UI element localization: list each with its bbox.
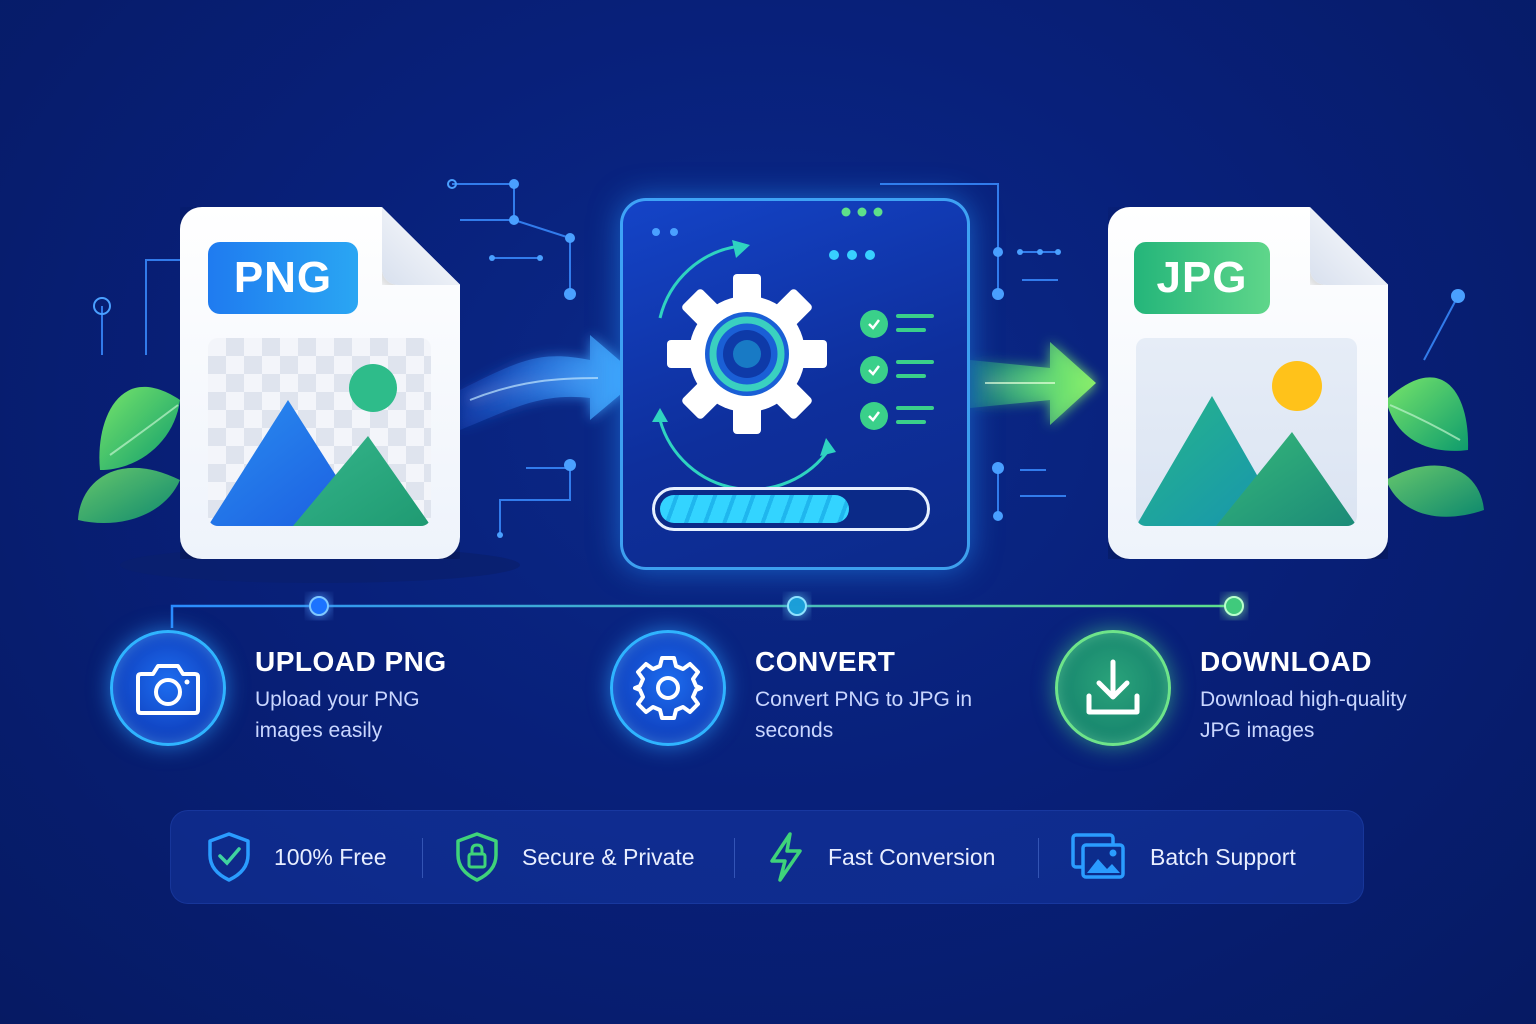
step-upload: UPLOAD PNG Upload your PNG images easily <box>110 628 510 758</box>
step-convert-title: CONVERT <box>755 646 896 677</box>
feature-divider <box>1038 838 1039 878</box>
features-bar: 100% Free Secure & Private Fast Conversi… <box>170 810 1364 904</box>
check-icon <box>860 402 888 430</box>
flow-arrow-blue <box>460 335 640 430</box>
lightning-icon <box>770 832 802 882</box>
check-icon <box>860 310 888 338</box>
png-transparent-image <box>208 338 431 526</box>
leaf-left <box>78 386 180 524</box>
png-badge: PNG <box>208 242 358 314</box>
feature-fast-label: Fast Conversion <box>828 843 996 870</box>
jpg-mountain-icon <box>1136 361 1357 526</box>
conversion-progress-bar <box>652 487 930 531</box>
step-connector <box>170 596 1244 628</box>
feature-free-label: 100% Free <box>274 843 387 870</box>
step-convert-circle <box>610 630 726 746</box>
feature-secure: Secure & Private <box>454 810 695 904</box>
feature-divider <box>422 838 423 878</box>
feature-divider <box>734 838 735 878</box>
download-icon <box>1086 659 1140 715</box>
step-convert-desc: Convert PNG to JPG in seconds <box>755 688 973 742</box>
step-upload-desc: Upload your PNG images easily <box>255 688 420 742</box>
check-item <box>860 310 936 338</box>
images-icon <box>1071 833 1125 879</box>
circuit-lines <box>101 183 1459 535</box>
feature-batch: Batch Support <box>1070 810 1296 904</box>
leaf-right <box>1386 377 1484 517</box>
check-item <box>860 356 936 384</box>
png-mountain-icon <box>208 364 431 526</box>
progress-fill <box>660 495 849 523</box>
gear-icon <box>667 274 827 434</box>
shield-lock-icon <box>456 832 498 882</box>
step-download-circle <box>1055 630 1171 746</box>
gear-icon <box>633 656 703 720</box>
jpg-badge: JPG <box>1134 242 1270 314</box>
feature-batch-label: Batch Support <box>1150 843 1296 870</box>
check-item <box>860 402 936 430</box>
step-download-desc: Download high-quality JPG images <box>1200 688 1407 742</box>
converter-graphic <box>652 207 883 491</box>
step-convert: CONVERT Convert PNG to JPG in seconds <box>610 628 1010 758</box>
step-download: DOWNLOAD Download high-quality JPG image… <box>1055 628 1475 758</box>
circuit-dots <box>93 179 1465 538</box>
jpg-image <box>1136 338 1357 526</box>
camera-icon <box>136 664 200 715</box>
step-upload-circle <box>110 630 226 746</box>
feature-fast: Fast Conversion <box>766 810 995 904</box>
feature-free: 100% Free <box>206 810 387 904</box>
shield-check-icon <box>208 832 250 882</box>
flow-arrow-green <box>970 342 1096 425</box>
step-upload-title: UPLOAD PNG <box>255 646 447 677</box>
check-icon <box>860 356 888 384</box>
step-download-title: DOWNLOAD <box>1200 646 1372 677</box>
feature-secure-label: Secure & Private <box>522 843 695 870</box>
